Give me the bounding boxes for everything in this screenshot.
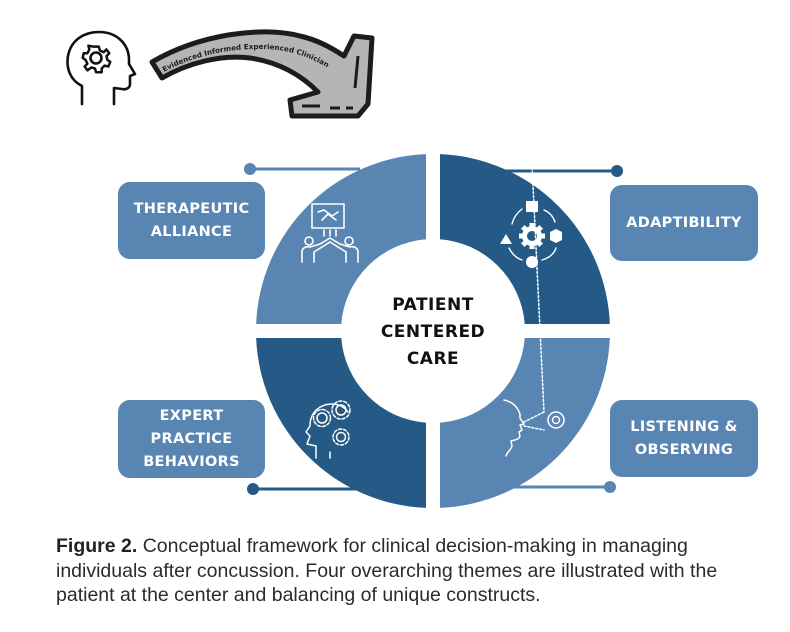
connectors: [244, 163, 623, 495]
caption-label: Figure 2.: [56, 535, 138, 557]
theme-box-expert-practice-behaviors: EXPERT PRACTICE BEHAVIORS: [118, 400, 265, 478]
ring-segment-top-left: [256, 154, 426, 324]
caption-text: Conceptual framework for clinical decisi…: [56, 535, 718, 606]
theme-label: LISTENING & OBSERVING: [630, 418, 738, 458]
curved-road-arrow-icon: Evidenced Informed Experienced Clinician: [149, 29, 375, 119]
face-target-icon: [503, 0, 565, 457]
cycle-shapes-gear-icon: [500, 201, 562, 268]
connector-dot-expert-practice: [247, 483, 259, 495]
connector-dot-listening: [604, 481, 616, 493]
theme-box-therapeutic-alliance: THERAPEUTIC ALLIANCE: [118, 182, 265, 259]
theme-box-adaptibility: ADAPTIBILITY: [610, 185, 758, 261]
ring-segment-bottom-left: [256, 338, 426, 508]
ring-segment-bottom-right: [440, 338, 610, 508]
connector-dot-therapeutic-alliance: [244, 163, 256, 175]
theme-label: ADAPTIBILITY: [626, 214, 742, 231]
theme-label: THERAPEUTIC ALLIANCE: [133, 200, 250, 240]
handshake-team-icon: [301, 203, 359, 263]
connector-dot-adaptibility: [611, 165, 623, 177]
figure-caption: Figure 2. Conceptual framework for clini…: [56, 534, 776, 608]
theme-box-listening-observing: LISTENING & OBSERVING: [610, 400, 758, 477]
center-label: PATIENT CENTERED CARE: [380, 295, 486, 369]
theme-label: EXPERT PRACTICE BEHAVIORS: [143, 407, 240, 470]
head-gears-icon: [305, 400, 351, 459]
head-with-gear-icon: [66, 30, 137, 106]
